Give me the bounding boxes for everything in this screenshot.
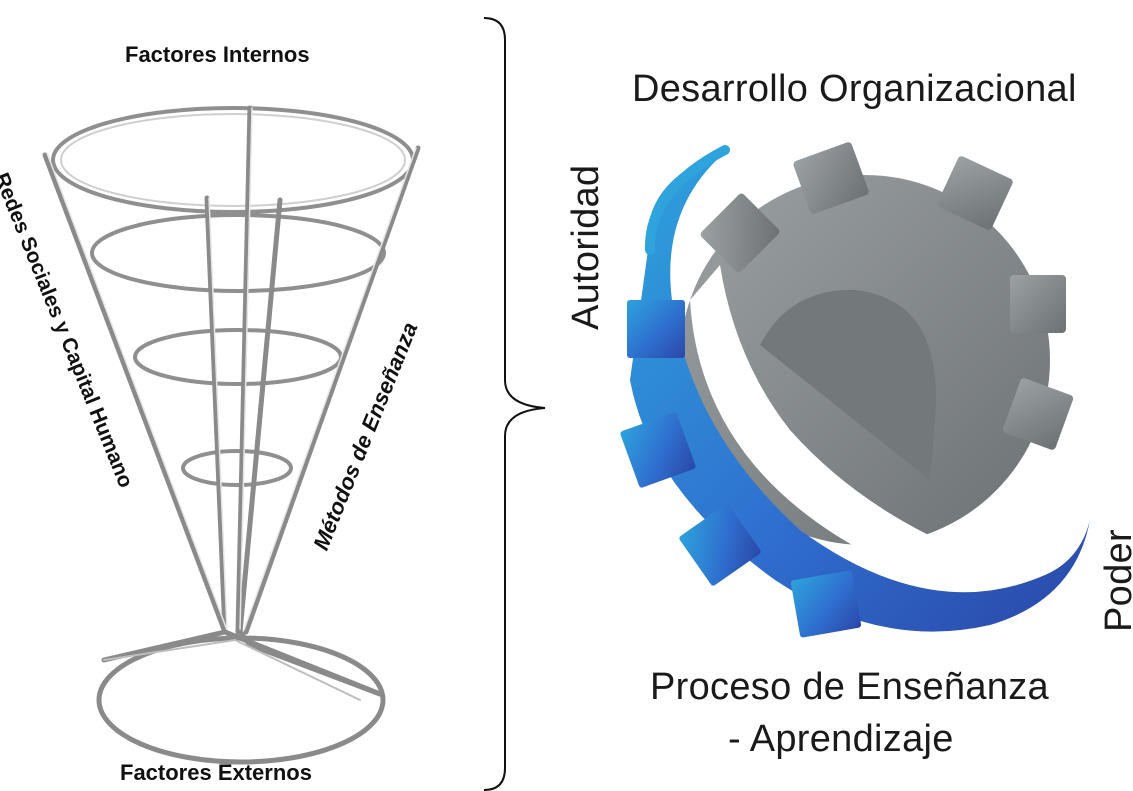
cone-leg-center-left	[204, 195, 228, 635]
cone-base	[96, 629, 386, 765]
poder-label: Poder	[1098, 529, 1133, 632]
proceso-ensenanza-line2: - Aprendizaje	[728, 718, 954, 760]
wire-cone-basket	[42, 105, 421, 765]
cone-leg-center-right	[237, 197, 283, 635]
factores-internos-label: Factores Internos	[125, 42, 310, 67]
cone-legs	[42, 105, 421, 635]
cone-leg-right	[243, 145, 421, 635]
gear-inner-shape	[760, 289, 936, 480]
cone-leg-left	[42, 152, 228, 635]
desarrollo-organizacional-title: Desarrollo Organizacional	[632, 68, 1077, 110]
proceso-ensenanza-line1: Proceso de Enseñanza	[650, 666, 1049, 708]
cone-leg-center	[235, 105, 253, 635]
cone-ring-3	[133, 328, 343, 386]
cone-base-ring	[96, 635, 386, 765]
blue-arc	[620, 148, 1090, 638]
cone-top-ring-inner	[60, 113, 406, 207]
cone-top-ring	[51, 106, 415, 214]
factores-externos-label: Factores Externos	[120, 760, 312, 785]
cone-ring-4	[181, 449, 293, 487]
curly-brace	[483, 17, 546, 791]
autoridad-label: Autoridad	[565, 164, 607, 330]
gear-logo	[620, 142, 1090, 638]
cone-ring-2	[90, 213, 386, 293]
